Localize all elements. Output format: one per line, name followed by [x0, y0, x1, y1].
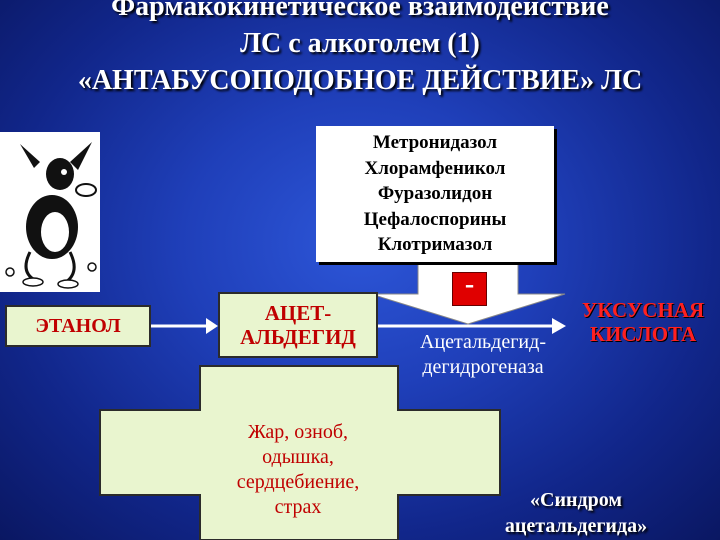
acetaldehyde-label-line-2: АЛЬДЕГИД	[240, 325, 356, 349]
symptom-line: страх	[274, 496, 322, 518]
arrow-ethanol-to-acetaldehyde	[151, 318, 218, 334]
enzyme-label: Ацетальдегид- дегидрогеназа	[402, 330, 564, 380]
acetic-acid-line-1: УКСУСНАЯ	[581, 298, 705, 322]
symptom-line: Жар, озноб,	[247, 421, 349, 443]
drug-item: Фуразолидон	[377, 183, 493, 204]
syndrome-line-1: «Синдром	[530, 489, 622, 511]
ethanol-label: ЭТАНОЛ	[35, 314, 121, 337]
title-line-2: ЛС с алкоголем (1)	[240, 28, 480, 59]
title-line-3: «АНТАБУСОПОДОБНОЕ ДЕЙСТВИЕ» ЛС	[77, 65, 643, 96]
cartoon-dog-icon	[0, 132, 100, 292]
acetaldehyde-label-line-1: АЦЕТ-	[264, 301, 332, 325]
symptom-line: сердцебиение,	[236, 471, 360, 493]
drug-list-box: Метронидазол Хлорамфеникол Фуразолидон Ц…	[316, 126, 554, 262]
drug-item: Метронидазол	[372, 132, 498, 153]
drug-item: Хлорамфеникол	[364, 157, 506, 179]
symptoms-text: Жар, озноб, одышка, сердцебиение, страх	[220, 420, 376, 520]
title-line-1: Фармакокинетическое взаимодействие	[111, 0, 609, 22]
acetic-acid-line-2: КИСЛОТА	[589, 322, 697, 346]
slide-title: Фармакокинетическое взаимодействие ЛС с …	[0, 0, 720, 99]
syndrome-line-2: ацетальдегида»	[504, 515, 648, 537]
ethanol-box: ЭТАНОЛ	[5, 305, 151, 347]
enzyme-line-2: дегидрогеназа	[422, 356, 544, 378]
syndrome-label: «Синдром ацетальдегида»	[476, 487, 676, 539]
drug-item: Клотримазол	[377, 234, 493, 255]
acetaldehyde-box: АЦЕТ- АЛЬДЕГИД	[218, 292, 378, 358]
symptoms-cross-shape	[99, 365, 501, 540]
arrow-acetaldehyde-to-acetic-acid	[378, 318, 566, 334]
acetic-acid-label: УКСУСНАЯ КИСЛОТА	[566, 298, 720, 346]
symptom-line: одышка,	[262, 446, 334, 468]
drug-item: Цефалоспорины	[363, 208, 507, 230]
inhibition-minus-badge: -	[452, 271, 487, 306]
enzyme-line-1: Ацетальдегид-	[420, 331, 546, 353]
